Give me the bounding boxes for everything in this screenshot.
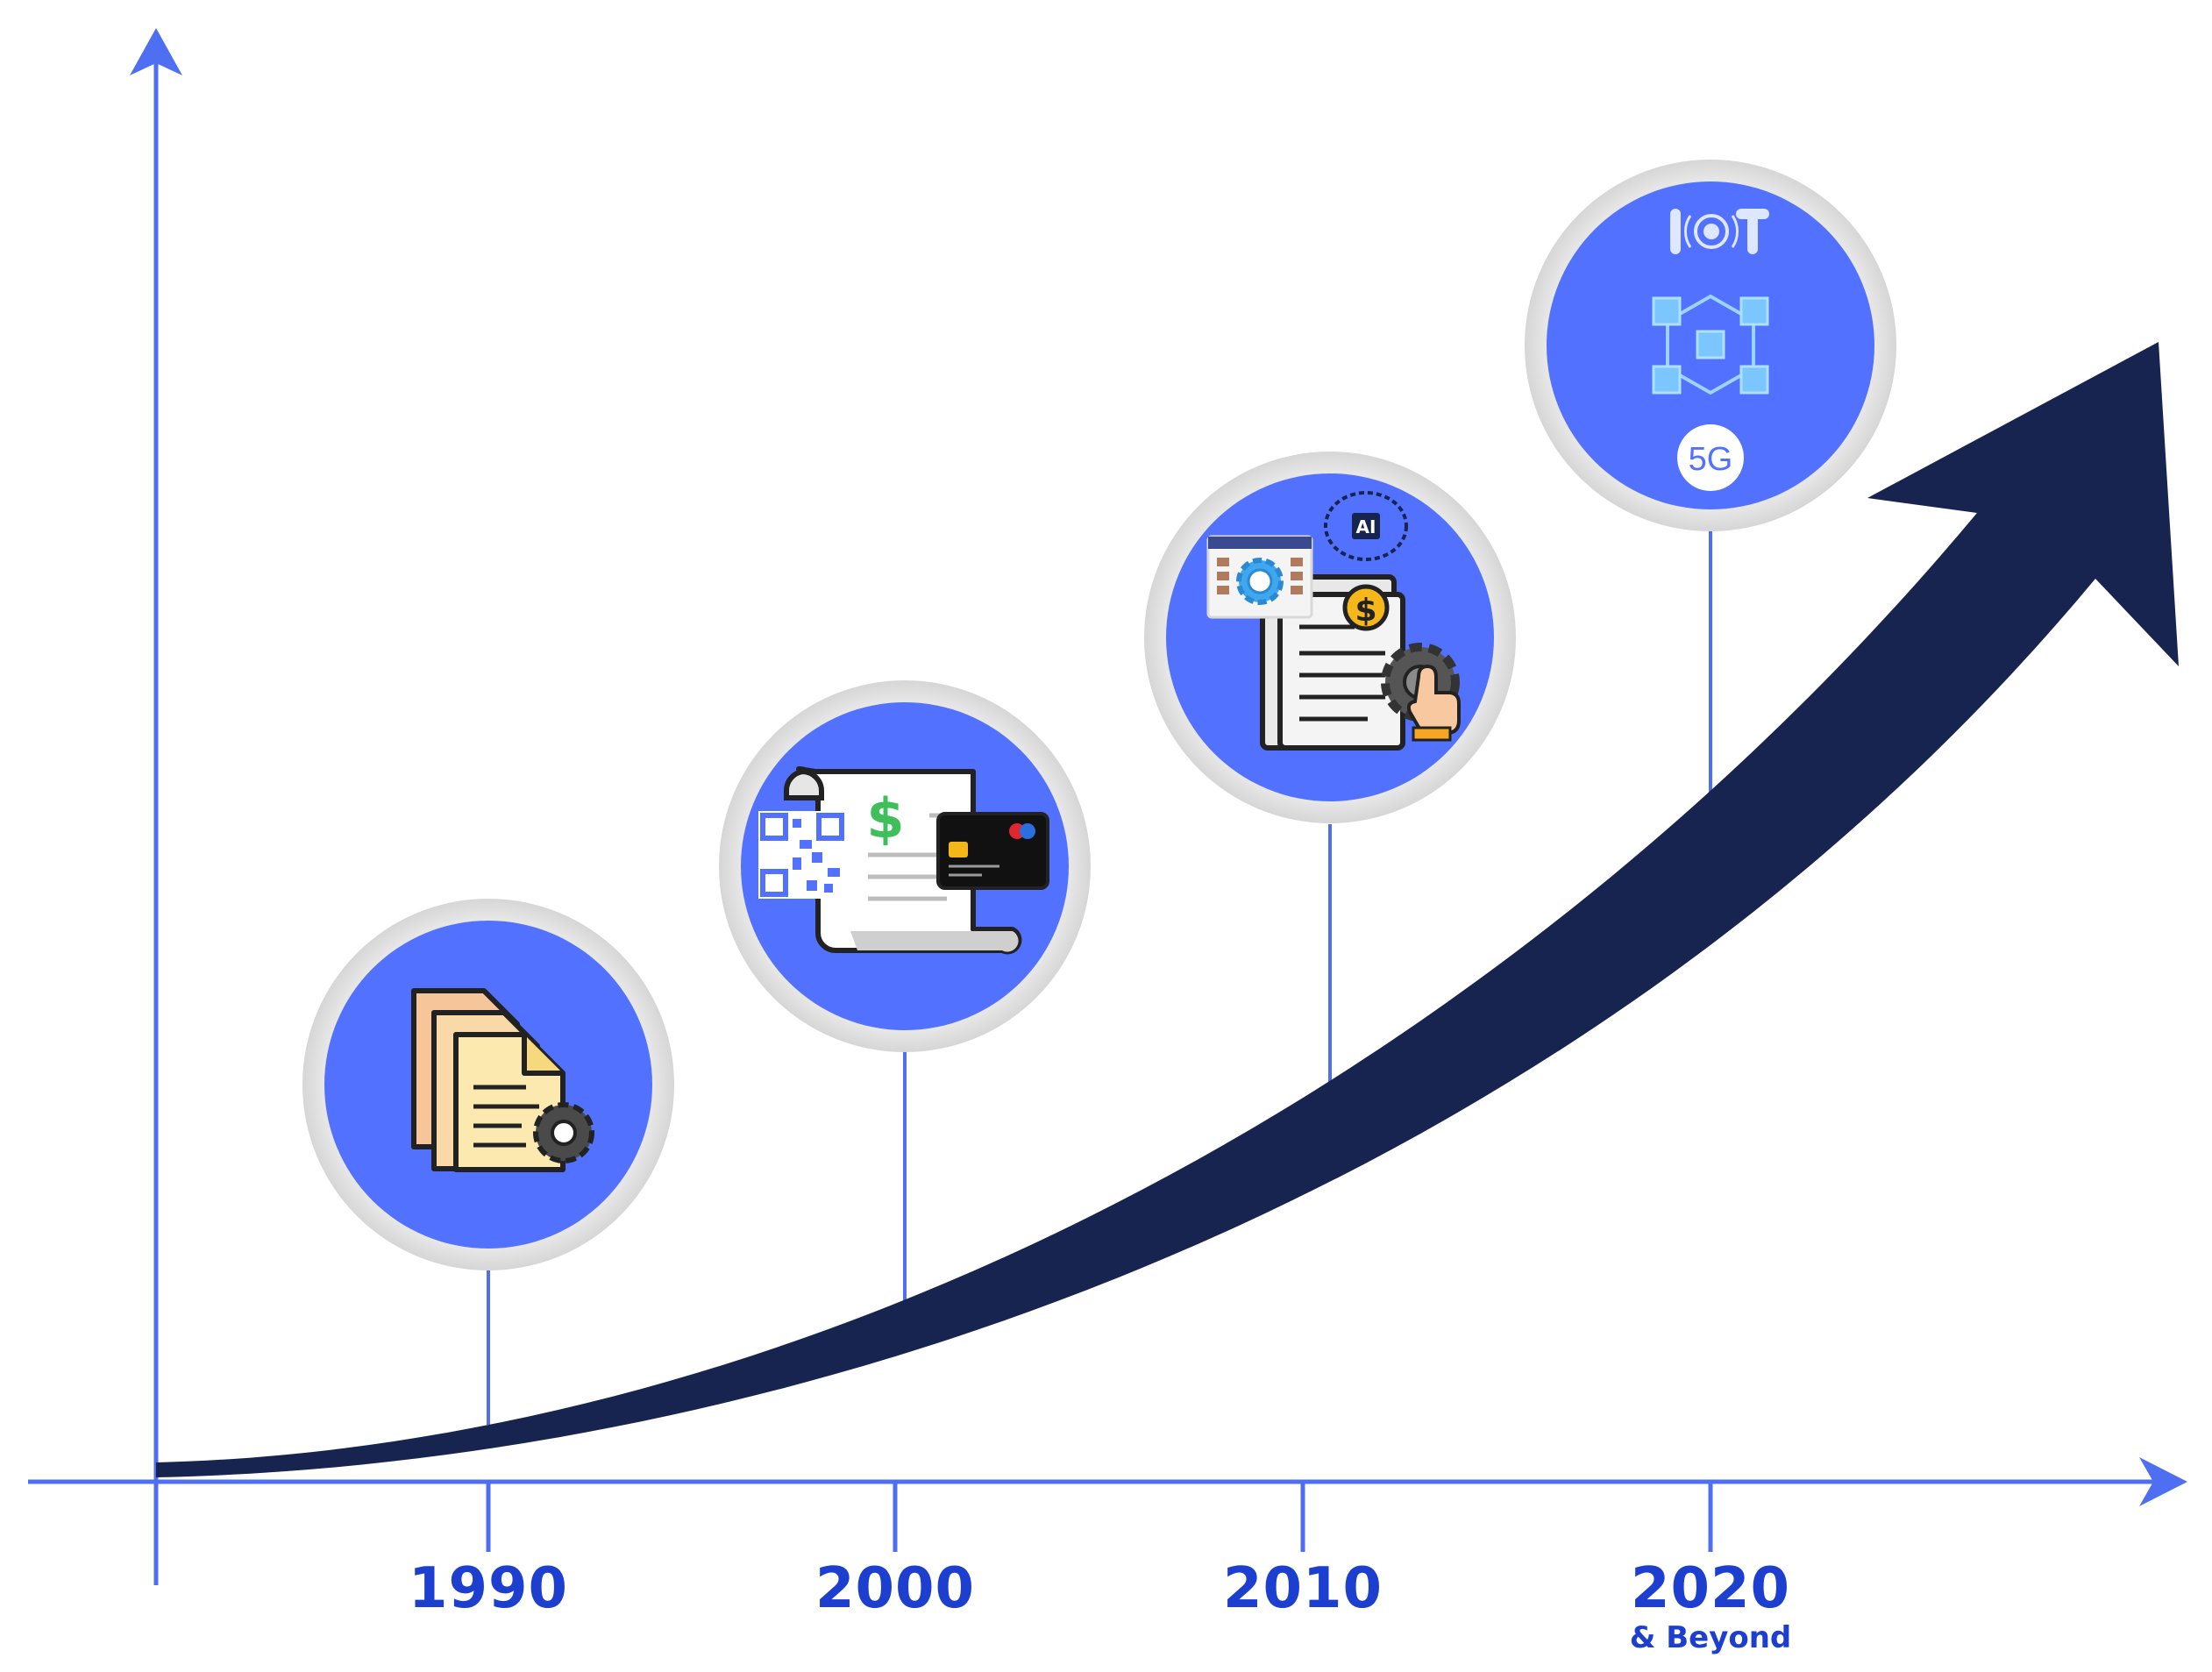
x-axis-ticks	[486, 1482, 1713, 1552]
documents-gear-icon	[411, 988, 594, 1172]
5g-label: 5G	[1689, 441, 1733, 478]
x-axis	[28, 1457, 2187, 1506]
qr-code-icon	[758, 811, 846, 899]
browser-window-icon	[1206, 535, 1313, 619]
connector-lines	[487, 530, 1712, 1425]
milestone-2000: $	[719, 680, 1091, 1052]
year-subtitle-2020: & Beyond	[1629, 1620, 1792, 1655]
credit-card-icon	[936, 812, 1049, 890]
ai-brain-icon: AI	[1324, 491, 1408, 561]
milestone-2010: $ AI	[1144, 452, 1516, 823]
year-label-2010: 2010	[1222, 1556, 1383, 1621]
ai-automation-invoice-icon: $ AI	[1206, 491, 1461, 751]
svg-text:$: $	[1355, 593, 1376, 629]
y-axis	[130, 28, 182, 1585]
ai-label: AI	[1356, 516, 1376, 537]
milestone-1990	[302, 899, 674, 1270]
year-label-1990: 1990	[408, 1556, 569, 1621]
year-label-2020: 2020	[1630, 1556, 1791, 1621]
blockchain-icon	[1652, 294, 1769, 395]
milestone-2020: 5G	[1525, 160, 1896, 531]
growth-arrow	[156, 342, 2179, 1477]
iot-label	[1670, 209, 1769, 254]
gear-hand-icon	[1381, 643, 1461, 742]
svg-text:$: $	[866, 786, 904, 850]
5g-badge: 5G	[1677, 424, 1744, 491]
digital-receipt-qr-card-icon: $	[758, 766, 1049, 955]
iot-blockchain-5g-icon: 5G	[1652, 209, 1769, 491]
year-label-2000: 2000	[814, 1556, 976, 1621]
